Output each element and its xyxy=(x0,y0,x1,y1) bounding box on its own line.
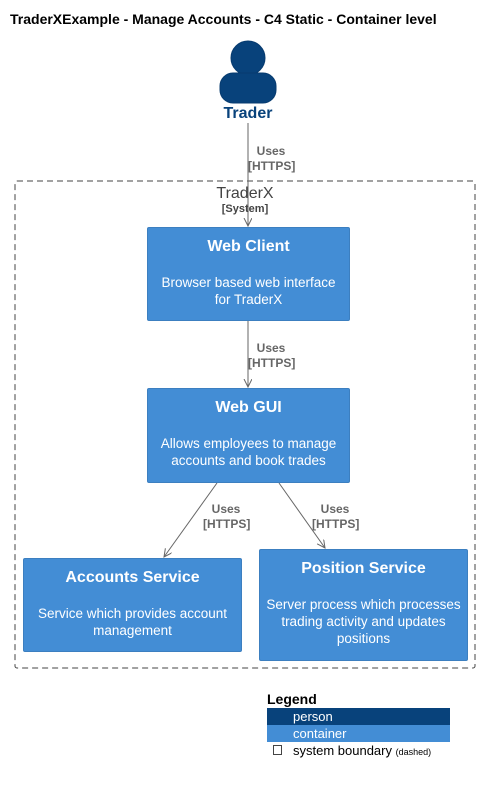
edge-webgui-position xyxy=(278,482,325,548)
edge-label-technology: [HTTPS] xyxy=(248,159,296,173)
edge-label-webgui-accounts: Uses [HTTPS] xyxy=(203,502,251,532)
container-web-client[interactable]: Web Client Browser based web interface f… xyxy=(147,227,350,321)
container-name: Web Client xyxy=(207,238,290,255)
legend: Legend person container system boundary … xyxy=(267,691,450,759)
boundary-name: TraderX xyxy=(216,185,274,202)
legend-item-label: system boundary xyxy=(293,743,392,758)
boundary-label: TraderX [System] xyxy=(170,185,320,215)
container-description: Service which provides account managemen… xyxy=(37,606,228,638)
legend-item-label: person xyxy=(293,709,333,724)
container-accounts-service[interactable]: Accounts Service Service which provides … xyxy=(23,558,242,652)
legend-item-boundary: system boundary (dashed) xyxy=(267,742,450,759)
person-icon xyxy=(219,40,277,104)
edge-label-technology: [HTTPS] xyxy=(248,356,296,370)
edge-label-webgui-position: Uses [HTTPS] xyxy=(312,502,360,532)
diagram-title: TraderXExample - Manage Accounts - C4 St… xyxy=(10,11,437,27)
legend-item-container: container xyxy=(267,725,450,742)
legend-title: Legend xyxy=(267,691,317,707)
boundary-type: [System] xyxy=(221,203,269,215)
edge-label-text: Uses xyxy=(320,502,350,516)
edge-label-text: Uses xyxy=(256,341,286,355)
legend-item-label: container xyxy=(293,726,347,741)
boundary-swatch-icon xyxy=(273,745,282,755)
edge-webgui-accounts xyxy=(164,482,218,557)
edge-label-text: Uses xyxy=(256,144,286,158)
container-web-gui[interactable]: Web GUI Allows employees to manage accou… xyxy=(147,388,350,483)
edge-label-text: Uses xyxy=(211,502,241,516)
person-label: Trader xyxy=(223,105,273,122)
system-boundary xyxy=(14,180,476,669)
container-name: Web GUI xyxy=(215,399,282,416)
container-description: Browser based web interface for TraderX xyxy=(161,275,336,307)
edge-label-technology: [HTTPS] xyxy=(203,517,251,531)
container-description: Server process which processes trading a… xyxy=(266,597,461,646)
edge-label-technology: [HTTPS] xyxy=(312,517,360,531)
edge-label-webclient-webgui: Uses [HTTPS] xyxy=(248,341,296,371)
edge-label-trader-webclient: Uses [HTTPS] xyxy=(248,144,296,174)
legend-item-person: person xyxy=(267,708,450,725)
container-name: Accounts Service xyxy=(65,569,200,586)
container-name: Position Service xyxy=(301,560,426,577)
legend-item-note: (dashed) xyxy=(395,747,432,757)
container-position-service[interactable]: Position Service Server process which pr… xyxy=(259,549,468,661)
container-description: Allows employees to manage accounts and … xyxy=(160,436,337,468)
